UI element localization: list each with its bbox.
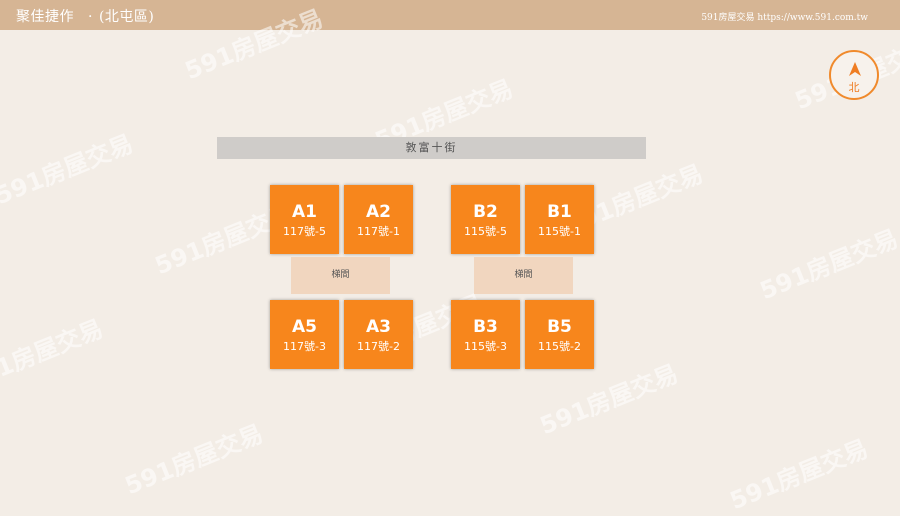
unit-address: 115號-5 <box>464 225 507 238</box>
unit-address: 115號-3 <box>464 340 507 353</box>
unit-address: 117號-5 <box>283 225 326 238</box>
unit-b3[interactable]: B3 115號-3 <box>451 300 520 369</box>
unit-address: 115號-2 <box>538 340 581 353</box>
watermark: 591房屋交易 <box>756 224 900 306</box>
unit-address: 117號-3 <box>283 340 326 353</box>
unit-code: A3 <box>366 317 391 337</box>
watermark: 591房屋交易 <box>0 314 107 396</box>
watermark: 591房屋交易 <box>726 434 872 516</box>
unit-code: B3 <box>473 317 498 337</box>
stairwell-b: 梯間 <box>474 257 573 294</box>
unit-b1[interactable]: B1 115號-1 <box>525 185 594 254</box>
header-bar: 聚佳捷作 · (北屯區) 591房屋交易 https://www.591.com.t… <box>0 0 900 30</box>
unit-address: 117號-2 <box>357 340 400 353</box>
unit-a2[interactable]: A2 117號-1 <box>344 185 413 254</box>
unit-code: B2 <box>473 202 498 222</box>
unit-code: A2 <box>366 202 391 222</box>
street-label: 敦富十街 <box>217 137 646 159</box>
unit-a3[interactable]: A3 117號-2 <box>344 300 413 369</box>
district-name: (北屯區) <box>98 9 155 25</box>
unit-code: B5 <box>547 317 572 337</box>
north-arrow-icon <box>849 62 861 76</box>
compass-label: 北 <box>848 81 860 94</box>
unit-b2[interactable]: B2 115號-5 <box>451 185 520 254</box>
watermark: 591房屋交易 <box>121 419 267 501</box>
page-title: 聚佳捷作 · (北屯區) <box>16 6 154 26</box>
unit-a5[interactable]: A5 117號-3 <box>270 300 339 369</box>
unit-code: A1 <box>292 202 317 222</box>
unit-address: 117號-1 <box>357 225 400 238</box>
project-name: 聚佳捷作 <box>16 9 74 25</box>
unit-a1[interactable]: A1 117號-5 <box>270 185 339 254</box>
site-credit[interactable]: 591房屋交易 https://www.591.com.tw <box>701 13 868 23</box>
watermark: 591房屋交易 <box>0 129 137 211</box>
unit-code: B1 <box>547 202 572 222</box>
unit-address: 115號-1 <box>538 225 581 238</box>
unit-b5[interactable]: B5 115號-2 <box>525 300 594 369</box>
title-separator: · <box>88 9 93 25</box>
stairwell-a: 梯間 <box>291 257 390 294</box>
north-compass: 北 <box>829 50 879 100</box>
unit-code: A5 <box>292 317 317 337</box>
